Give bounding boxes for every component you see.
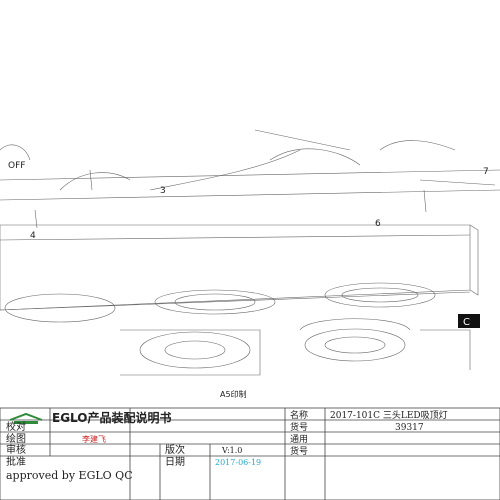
label-name: 名称 bbox=[290, 411, 309, 421]
callout-4: 4 bbox=[30, 231, 36, 241]
label-item-no: 货号 bbox=[290, 423, 309, 433]
product-name: 2017-101C 三头LED吸顶灯 bbox=[330, 411, 448, 421]
label-version: 版次 bbox=[165, 445, 185, 456]
switch-off-label: OFF bbox=[8, 161, 26, 171]
item-no-value: 39317 bbox=[395, 423, 424, 433]
label-review: 审核 bbox=[6, 445, 26, 456]
drafter-name: 李建飞 bbox=[82, 435, 106, 444]
section-mark: C bbox=[463, 317, 470, 328]
callout-6: 6 bbox=[375, 219, 381, 229]
print-size-label: A5印制 bbox=[220, 389, 247, 399]
label-item-no-2: 货号 bbox=[290, 447, 309, 457]
company-heading: EGLO产品装配说明书 bbox=[52, 411, 172, 425]
logo bbox=[6, 410, 46, 426]
label-draw: 绘图 bbox=[6, 434, 26, 445]
label-check: 校对 bbox=[6, 422, 26, 433]
callout-3: 3 bbox=[160, 186, 166, 196]
callout-7: 7 bbox=[483, 167, 489, 177]
approved-note: approved by EGLO QC bbox=[6, 469, 133, 482]
date-value: 2017-06-19 bbox=[215, 458, 262, 467]
label-approve: 批准 bbox=[6, 457, 26, 468]
label-date: 日期 bbox=[165, 457, 185, 468]
label-general: 通用 bbox=[290, 435, 309, 445]
version-value: V:1.0 bbox=[222, 446, 243, 455]
